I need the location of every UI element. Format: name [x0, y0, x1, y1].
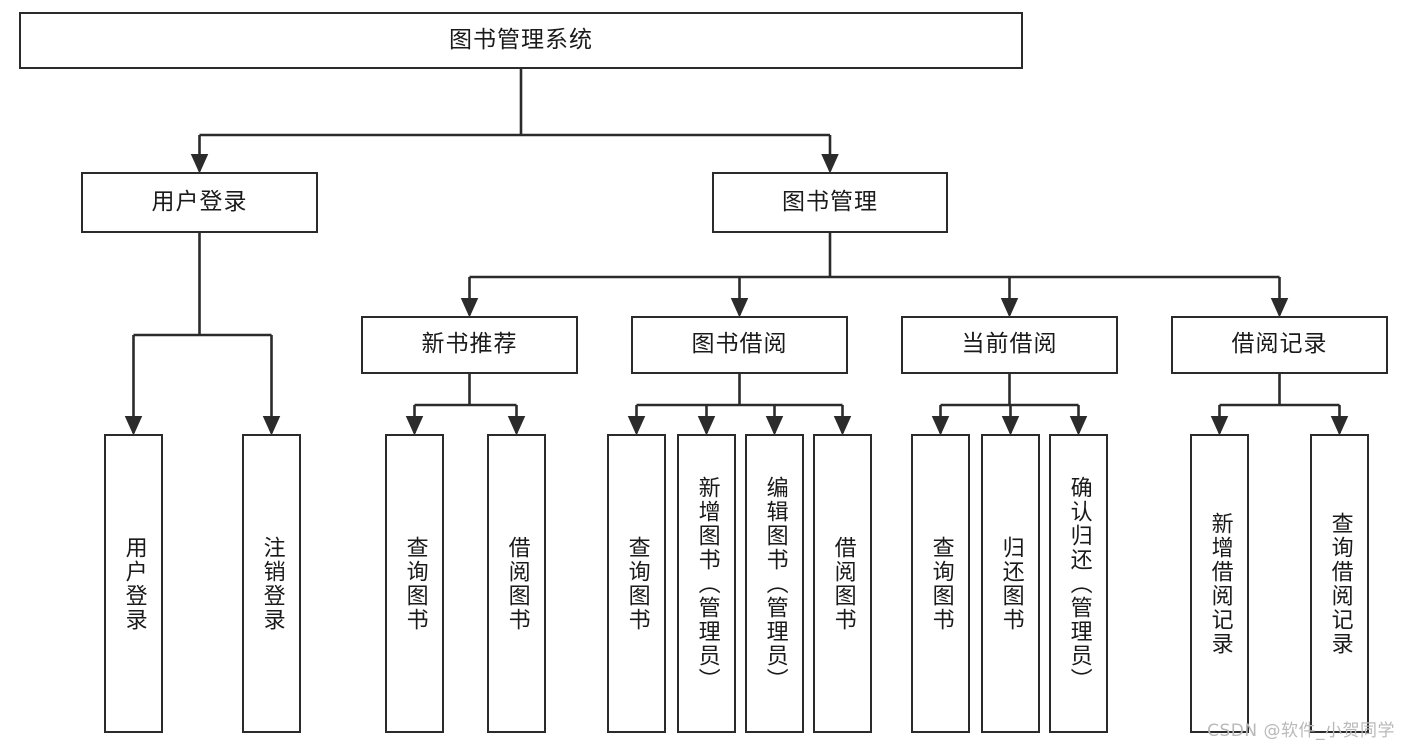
- node-book-manage[interactable]: 图书管理: [712, 172, 948, 233]
- node-label: 查询图书: [402, 535, 428, 632]
- node-label: 借阅图书: [830, 535, 856, 632]
- node-label: 新增借阅记录: [1207, 511, 1233, 656]
- leaf-logout[interactable]: 注销登录: [242, 434, 301, 733]
- node-label: 用户登录: [151, 188, 248, 215]
- node-label: 图书管理系统: [449, 26, 593, 53]
- node-book-borrow[interactable]: 图书借阅: [631, 316, 848, 374]
- node-borrow-record[interactable]: 借阅记录: [1171, 316, 1388, 374]
- node-new-book-recommend[interactable]: 新书推荐: [361, 316, 578, 374]
- leaf-borrow-book-recommend[interactable]: 借阅图书: [487, 434, 546, 733]
- leaf-borrow-book[interactable]: 借阅图书: [813, 434, 872, 733]
- node-label: 用户登录: [121, 535, 147, 632]
- node-label: 查询图书: [624, 535, 650, 632]
- node-label: 借阅记录: [1231, 331, 1328, 358]
- node-current-borrow[interactable]: 当前借阅: [901, 316, 1118, 374]
- watermark: CSDN @软件_小贺同学: [1207, 721, 1395, 741]
- node-label: 注销登录: [259, 535, 285, 632]
- node-label: 编辑图书（管理员）: [762, 475, 788, 692]
- leaf-query-borrow-record[interactable]: 查询借阅记录: [1310, 434, 1369, 733]
- node-label: 当前借阅: [961, 331, 1058, 358]
- leaf-user-login[interactable]: 用户登录: [104, 434, 163, 733]
- leaf-confirm-return-admin[interactable]: 确认归还（管理员）: [1049, 434, 1108, 733]
- leaf-return-book[interactable]: 归还图书: [981, 434, 1040, 733]
- leaf-query-book-borrow[interactable]: 查询图书: [607, 434, 666, 733]
- node-label: 归还图书: [998, 535, 1024, 632]
- node-label: 新书推荐: [421, 331, 518, 358]
- node-label: 图书管理: [782, 188, 878, 215]
- leaf-edit-book-admin[interactable]: 编辑图书（管理员）: [745, 434, 804, 733]
- node-label: 图书借阅: [691, 331, 788, 358]
- node-root[interactable]: 图书管理系统: [19, 12, 1023, 69]
- node-user-login[interactable]: 用户登录: [81, 172, 318, 233]
- node-label: 查询借阅记录: [1327, 511, 1353, 656]
- leaf-query-book-current[interactable]: 查询图书: [911, 434, 970, 733]
- leaf-add-book-admin[interactable]: 新增图书（管理员）: [677, 434, 736, 733]
- node-label: 确认归还（管理员）: [1066, 475, 1092, 692]
- node-label: 新增图书（管理员）: [694, 475, 720, 692]
- node-label: 借阅图书: [504, 535, 530, 632]
- node-label: 查询图书: [928, 535, 954, 632]
- leaf-query-book-recommend[interactable]: 查询图书: [385, 434, 444, 733]
- leaf-add-borrow-record[interactable]: 新增借阅记录: [1190, 434, 1249, 733]
